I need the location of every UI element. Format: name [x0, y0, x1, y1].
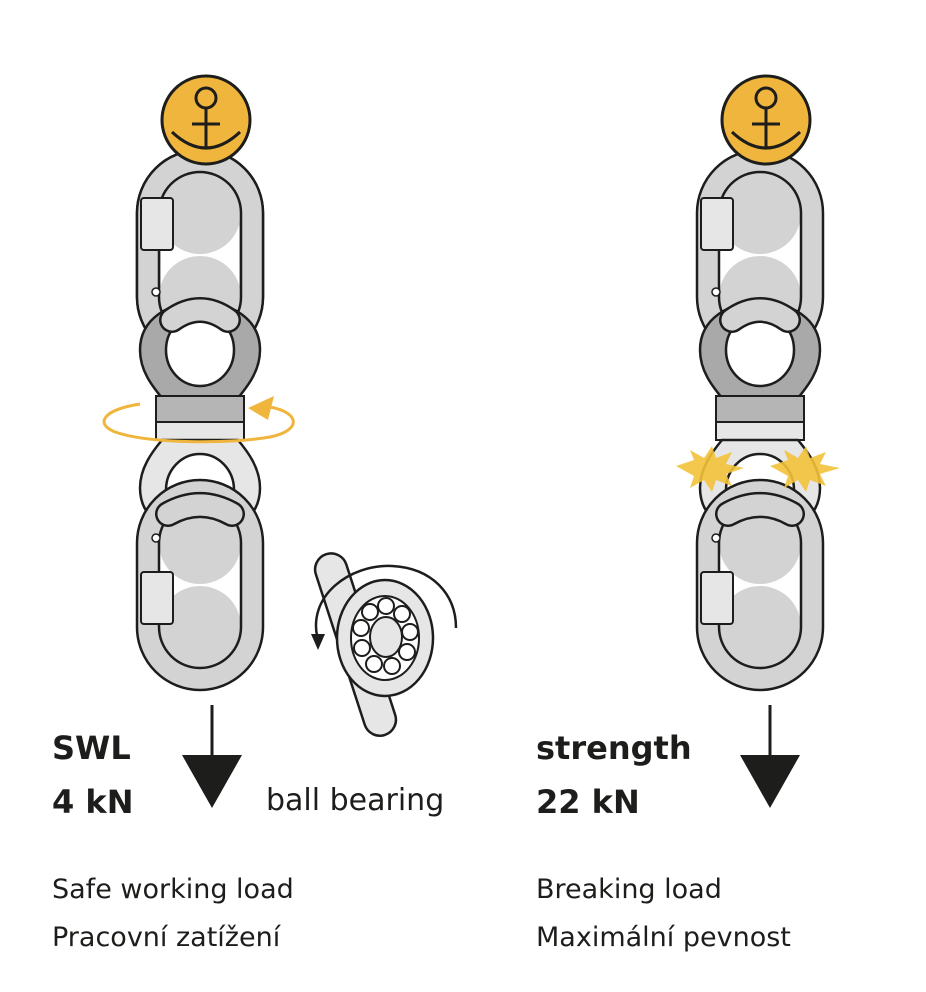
left-assembly: [102, 74, 295, 808]
ball-bearing-label: ball bearing: [266, 783, 445, 818]
down-arrow-icon: [182, 705, 242, 808]
swl-label: SWL: [52, 729, 131, 767]
right-bottom-carabiner: [695, 478, 825, 692]
anchor-icon: [160, 74, 252, 166]
ball-bearing-icon: [311, 552, 458, 737]
strength-label: strength: [536, 729, 692, 767]
strength-desc-en: Breaking load: [536, 874, 722, 905]
swl-desc-en: Safe working load: [52, 874, 294, 905]
strength-desc-cs: Maximální pevnost: [536, 922, 791, 953]
anchor-icon: [720, 74, 812, 166]
rotation-arrow-icon: [102, 396, 295, 444]
strength-value: 22 kN: [536, 783, 640, 821]
down-arrow-icon: [740, 705, 800, 808]
stress-burst-icon: [676, 446, 840, 492]
swl-desc-cs: Pracovní zatížení: [52, 922, 281, 953]
swl-value: 4 kN: [52, 783, 134, 821]
right-assembly: [676, 74, 840, 808]
left-bottom-carabiner: [135, 478, 265, 692]
